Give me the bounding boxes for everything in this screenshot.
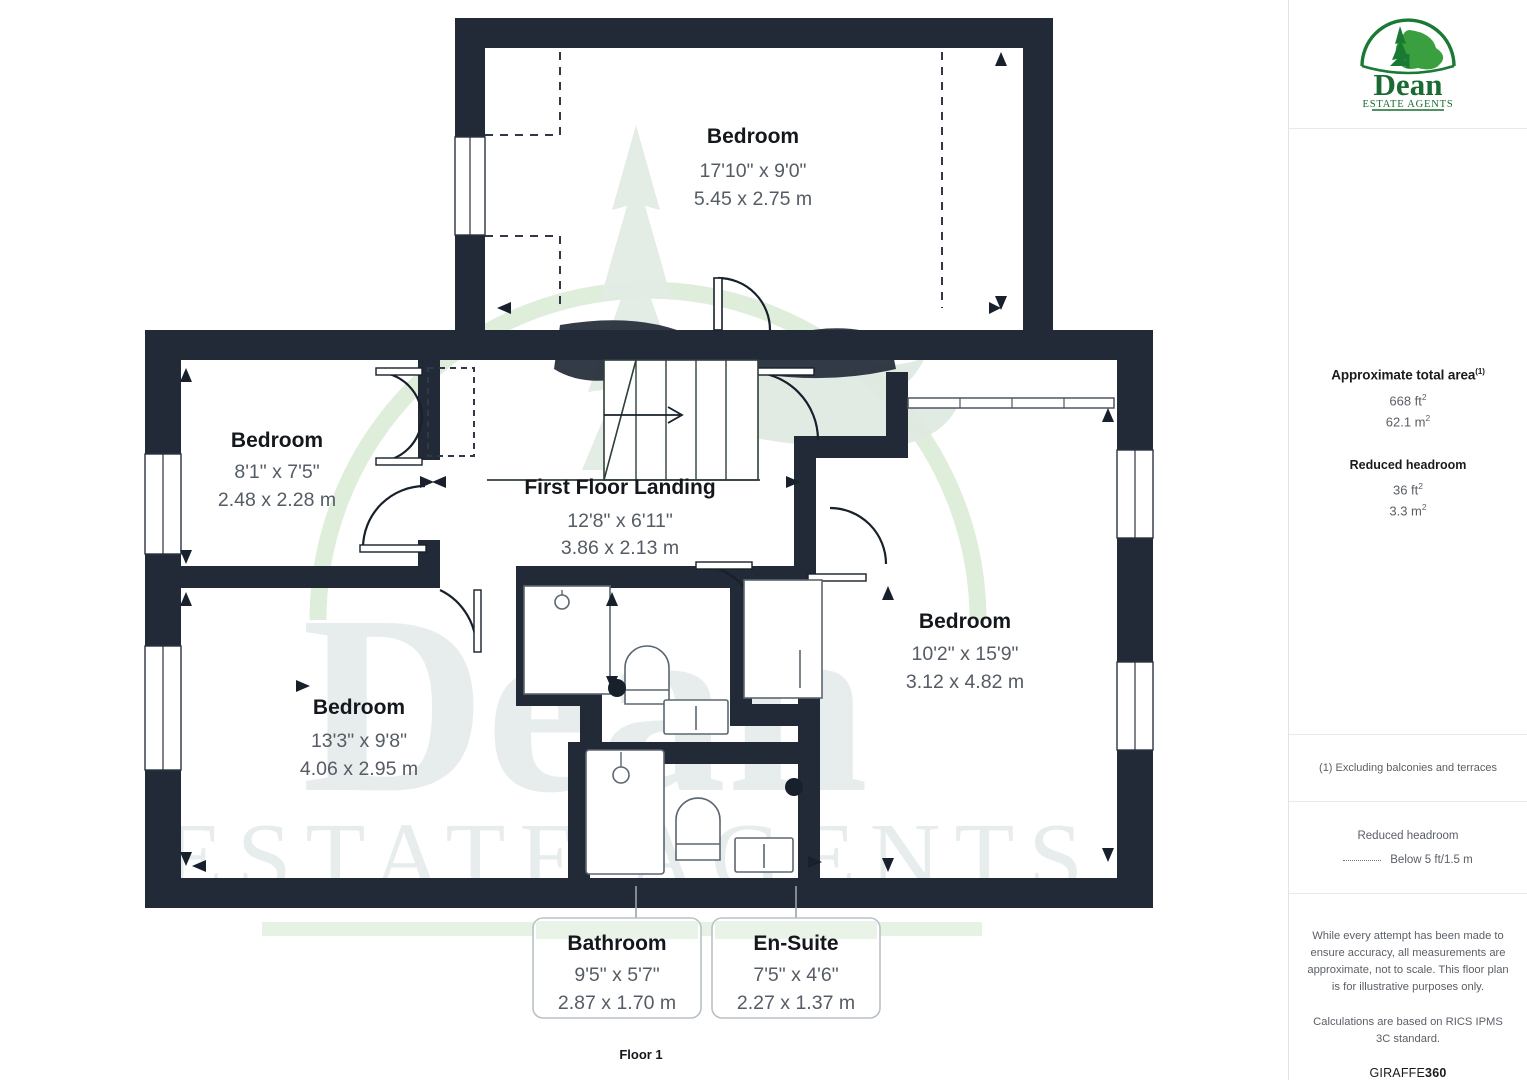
area-value-ft-text: 668 ft bbox=[1389, 393, 1422, 409]
room-label-bedroom-top: Bedroom 17'10" x 9'0" 5.45 x 2.75 m bbox=[694, 125, 812, 210]
callout-dim-imperial: 9'5" x 5'7" bbox=[574, 964, 659, 986]
room-label-bedroom-right: Bedroom 10'2" x 15'9" 3.12 x 4.82 m bbox=[906, 610, 1024, 693]
interior-walls-group bbox=[145, 330, 1023, 882]
callout-dim-imperial: 7'5" x 4'6" bbox=[753, 964, 838, 986]
callout-ensuite[interactable]: En-Suite 7'5" x 4'6" 2.27 x 1.37 m bbox=[711, 917, 881, 1019]
door-hinge-dots bbox=[608, 679, 803, 796]
area-value-ft: 668 ft2 bbox=[1289, 392, 1527, 408]
disclaimer-paragraph-2: Calculations are based on RICS IPMS 3C s… bbox=[1313, 1016, 1503, 1045]
brand-suffix: 360 bbox=[1425, 1066, 1447, 1080]
reduced-value-m-unit: 2 bbox=[1421, 502, 1427, 513]
room-dim-imperial: 8'1" x 7'5" bbox=[234, 461, 319, 483]
room-label-bedroom-left-bottom: Bedroom 13'3" x 9'8" 4.06 x 2.95 m bbox=[300, 696, 418, 780]
room-label-landing: First Floor Landing 12'8" x 6'11" 3.86 x… bbox=[524, 476, 715, 559]
room-dim-imperial: 12'8" x 6'11" bbox=[567, 510, 673, 532]
legend-row: Below 5 ft/1.5 m bbox=[1289, 854, 1527, 866]
dotted-line-icon bbox=[1343, 859, 1382, 861]
brand-prefix: GIRAFFE bbox=[1369, 1066, 1426, 1080]
legend-section: Reduced headroom Below 5 ft/1.5 m bbox=[1289, 802, 1527, 894]
disclaimer-paragraph-1: While every attempt has been made to ens… bbox=[1307, 930, 1509, 993]
floorplan-canvas[interactable]: Dean ESTATE AGENTS bbox=[0, 0, 1288, 1080]
stairs bbox=[487, 359, 760, 481]
disclaimer-section: While every attempt has been made to ens… bbox=[1289, 894, 1527, 1080]
bathroom-fixtures bbox=[523, 579, 823, 875]
legend-title: Reduced headroom bbox=[1357, 830, 1459, 843]
area-title: Approximate total area(1) bbox=[1289, 367, 1527, 383]
giraffe360-brand: GIRAFFE360 bbox=[1305, 1066, 1511, 1080]
windows-group bbox=[144, 136, 1154, 771]
reduced-value-ft-unit: 2 bbox=[1418, 480, 1424, 491]
room-dim-imperial: 13'3" x 9'8" bbox=[311, 730, 407, 752]
room-labels-group: Bedroom 17'10" x 9'0" 5.45 x 2.75 m Bedr… bbox=[218, 125, 1024, 780]
room-label-bedroom-left-top: Bedroom 8'1" x 7'5" 2.48 x 2.28 m bbox=[218, 429, 336, 511]
footnote-section: (1) Excluding balconies and terraces bbox=[1289, 735, 1527, 803]
sidebar: Dean ESTATE AGENTS Approximate total are… bbox=[1288, 0, 1527, 1080]
brand-logo[interactable]: Dean ESTATE AGENTS bbox=[1289, 0, 1527, 129]
callouts-group: Bathroom 9'5" x 5'7" 2.87 x 1.70 m En-Su… bbox=[532, 886, 881, 1019]
callout-dim-metric: 2.27 x 1.37 m bbox=[737, 992, 855, 1014]
area-title-footnote-marker: (1) bbox=[1475, 366, 1485, 376]
area-title-text: Approximate total area bbox=[1331, 367, 1476, 383]
logo-subtitle: ESTATE AGENTS bbox=[1363, 99, 1454, 110]
room-dim-metric: 2.48 x 2.28 m bbox=[218, 489, 336, 511]
reduced-headroom-title: Reduced headroom bbox=[1349, 457, 1467, 472]
walls-group bbox=[145, 18, 1153, 908]
room-dim-metric: 5.45 x 2.75 m bbox=[694, 188, 812, 210]
floorplan-drawing: Dean ESTATE AGENTS bbox=[144, 18, 1154, 1062]
room-dim-imperial: 10'2" x 15'9" bbox=[912, 643, 1019, 665]
area-value-ft-unit: 2 bbox=[1421, 392, 1427, 403]
footnote-text: (1) Excluding balconies and terraces bbox=[1319, 762, 1497, 775]
room-dim-metric: 3.12 x 4.82 m bbox=[906, 671, 1024, 693]
callout-name: Bathroom bbox=[567, 932, 666, 955]
room-dim-metric: 4.06 x 2.95 m bbox=[300, 758, 418, 780]
reduced-headroom-lines bbox=[427, 48, 943, 457]
room-name: Bedroom bbox=[231, 429, 323, 452]
legend-label: Below 5 ft/1.5 m bbox=[1390, 854, 1473, 867]
callout-dim-metric: 2.87 x 1.70 m bbox=[558, 992, 676, 1014]
reduced-value-ft-text: 36 ft bbox=[1392, 482, 1419, 498]
room-dim-metric: 3.86 x 2.13 m bbox=[561, 537, 679, 559]
callout-bathroom[interactable]: Bathroom 9'5" x 5'7" 2.87 x 1.70 m bbox=[532, 917, 702, 1019]
room-dim-imperial: 17'10" x 9'0" bbox=[700, 160, 807, 182]
room-name: Bedroom bbox=[707, 125, 799, 148]
reduced-value-ft: 36 ft2 bbox=[1289, 481, 1527, 497]
reduced-value-m: 3.3 m2 bbox=[1289, 502, 1527, 518]
callout-name: En-Suite bbox=[753, 932, 838, 955]
room-name: Bedroom bbox=[313, 696, 405, 719]
wardrobe bbox=[907, 397, 1115, 409]
logo-wordmark: Dean bbox=[1374, 67, 1443, 102]
room-name: Bedroom bbox=[919, 610, 1011, 633]
area-value-m-unit: 2 bbox=[1425, 413, 1431, 424]
area-value-m: 62.1 m2 bbox=[1289, 413, 1527, 429]
floor-label: Floor 1 bbox=[619, 1047, 662, 1062]
reduced-value-m-text: 3.3 m bbox=[1389, 503, 1422, 519]
tree-logo-icon: Dean ESTATE AGENTS bbox=[1360, 18, 1456, 111]
area-value-m-text: 62.1 m bbox=[1385, 414, 1426, 430]
area-summary: Approximate total area(1) 668 ft2 62.1 m… bbox=[1289, 129, 1527, 736]
room-name: First Floor Landing bbox=[524, 476, 715, 499]
